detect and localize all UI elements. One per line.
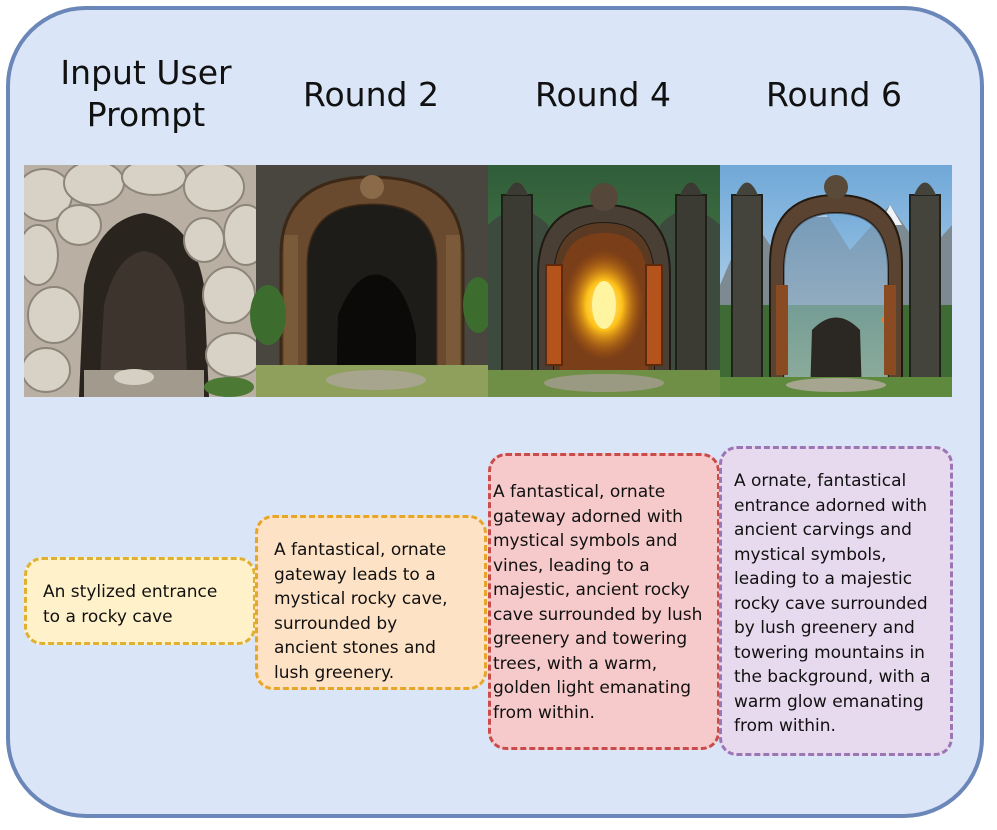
prompt-bubble-input: An stylized entrance to a rocky cave xyxy=(24,557,256,645)
prompt-bubble-round-2: A fantastical, ornate gateway leads to a… xyxy=(255,515,487,690)
header-round-4: Round 4 xyxy=(535,75,671,114)
image-round-2-gateway xyxy=(250,165,493,397)
prompt-bubble-round-4: A fantastical, ornate gateway adorned wi… xyxy=(488,453,720,750)
image-round-6-gateway-mountains xyxy=(720,165,952,397)
image-input-cave xyxy=(24,165,269,397)
header-round-6: Round 6 xyxy=(766,75,902,114)
header-input-user-prompt: Input User Prompt xyxy=(60,53,232,134)
prompt-bubble-round-6: A ornate, fantastical entrance adorned w… xyxy=(719,446,953,756)
image-strip xyxy=(24,165,952,397)
image-round-4-gateway-glow xyxy=(488,165,720,397)
header-round-2: Round 2 xyxy=(303,75,439,114)
